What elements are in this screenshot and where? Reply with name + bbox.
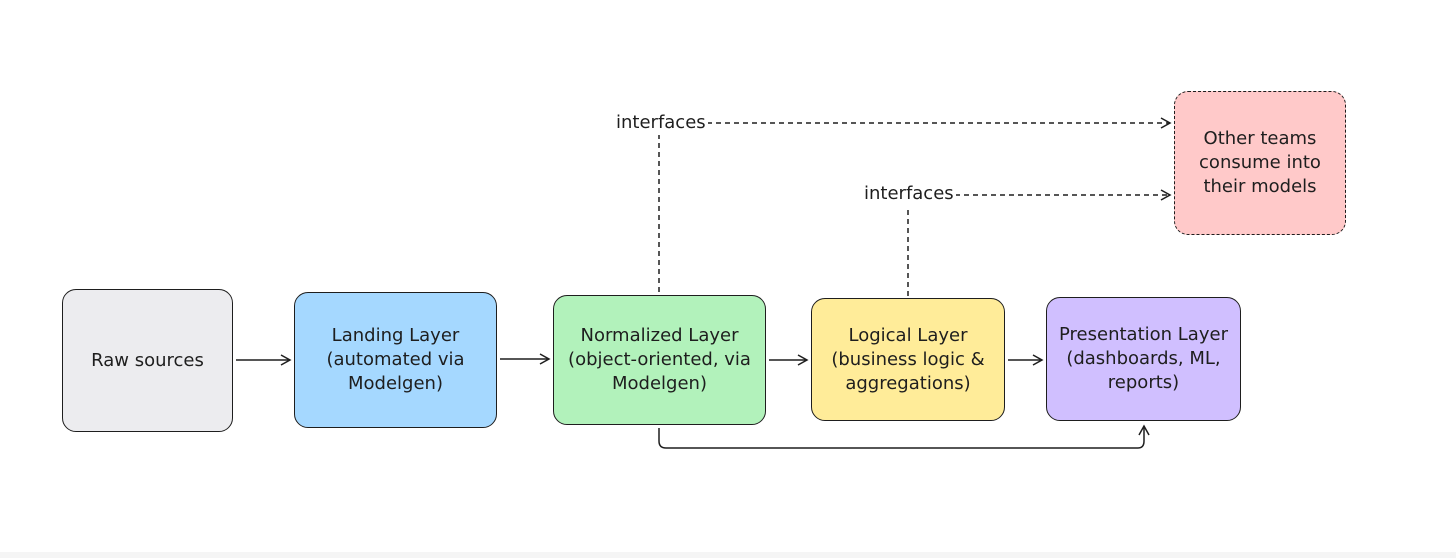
- bottom-divider: [0, 552, 1456, 558]
- node-other-teams: Other teams consume into their models: [1174, 91, 1346, 235]
- node-normalized-layer: Normalized Layer (object-oriented, via M…: [553, 295, 766, 425]
- node-other-teams-label: Other teams consume into their models: [1199, 128, 1321, 197]
- interfaces-label-top: interfaces: [614, 112, 708, 134]
- interfaces-label-mid: interfaces: [862, 183, 956, 205]
- node-landing-layer-label: Landing Layer (automated via Modelgen): [326, 325, 465, 394]
- node-raw-sources: Raw sources: [62, 289, 233, 432]
- node-normalized-layer-label: Normalized Layer (object-oriented, via M…: [568, 325, 751, 394]
- node-presentation-layer-label: Presentation Layer (dashboards, ML, repo…: [1059, 324, 1228, 393]
- node-logical-layer-label: Logical Layer (business logic & aggregat…: [831, 324, 985, 394]
- node-landing-layer: Landing Layer (automated via Modelgen): [294, 292, 497, 428]
- node-logical-layer: Logical Layer (business logic & aggregat…: [811, 298, 1005, 421]
- node-presentation-layer: Presentation Layer (dashboards, ML, repo…: [1046, 297, 1241, 421]
- arrow-normalized-to-presentation: [658, 424, 1150, 449]
- node-raw-sources-label: Raw sources: [91, 349, 204, 371]
